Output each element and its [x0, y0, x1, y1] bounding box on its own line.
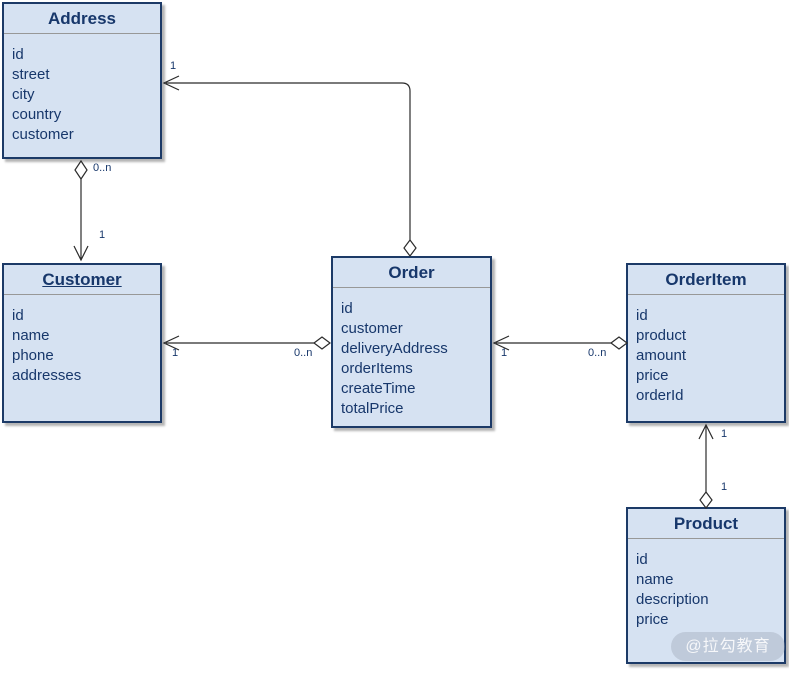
field: city: [12, 86, 35, 103]
multiplicity-label: 1: [172, 347, 179, 359]
field: id: [12, 307, 24, 324]
open-arrowhead-icon: [73, 245, 89, 262]
class-title-customer: Customer: [4, 265, 160, 295]
multiplicity-label: 0..n: [588, 347, 607, 359]
field: totalPrice: [341, 400, 404, 417]
class-title-orderitem: OrderItem: [628, 265, 784, 295]
field: country: [12, 106, 62, 123]
field: customer: [341, 320, 403, 337]
field: name: [12, 327, 50, 344]
edge-orderitem-order: [492, 335, 628, 351]
edge-order-address: [162, 75, 417, 257]
class-fields-address: id street city country customer: [4, 34, 160, 149]
field: id: [636, 551, 648, 568]
multiplicity-label: 1: [99, 229, 106, 241]
open-arrowhead-icon: [698, 423, 714, 440]
field: phone: [12, 347, 54, 364]
field: name: [636, 571, 674, 588]
class-title-order: Order: [333, 258, 490, 288]
class-box-orderitem: OrderItem id product amount price orderI…: [626, 263, 786, 423]
multiplicity-label: 1: [721, 428, 728, 440]
class-title-product: Product: [628, 509, 784, 539]
edge-product-orderitem: [698, 423, 714, 509]
field: id: [341, 300, 353, 317]
field: price: [636, 367, 669, 384]
aggregation-diamond-icon: [610, 336, 628, 350]
field: orderItems: [341, 360, 413, 377]
multiplicity-label: 1: [501, 347, 508, 359]
field: id: [12, 46, 24, 63]
class-fields-orderitem: id product amount price orderId: [628, 295, 784, 410]
field: description: [636, 591, 709, 608]
multiplicity-label: 1: [170, 60, 177, 72]
class-box-order: Order id customer deliveryAddress orderI…: [331, 256, 492, 428]
class-fields-product: id name description price: [628, 539, 784, 634]
class-title-address: Address: [4, 4, 160, 34]
aggregation-diamond-icon: [403, 239, 417, 257]
aggregation-diamond-icon: [699, 491, 713, 509]
aggregation-diamond-icon: [74, 159, 88, 181]
field: id: [636, 307, 648, 324]
multiplicity-label: 1: [721, 481, 728, 493]
class-box-product: Product id name description price: [626, 507, 786, 664]
field: street: [12, 66, 50, 83]
field: orderId: [636, 387, 684, 404]
open-arrowhead-icon: [162, 75, 180, 91]
field: addresses: [12, 367, 82, 384]
class-box-customer: Customer id name phone addresses: [2, 263, 162, 423]
class-box-address: Address id street city country customer: [2, 2, 162, 159]
field: createTime: [341, 380, 416, 397]
multiplicity-label: 0..n: [294, 347, 313, 359]
field: product: [636, 327, 687, 344]
field: deliveryAddress: [341, 340, 448, 357]
field: price: [636, 611, 669, 628]
class-fields-order: id customer deliveryAddress orderItems c…: [333, 288, 490, 423]
class-fields-customer: id name phone addresses: [4, 295, 160, 390]
edge-line: [166, 82, 411, 240]
field: amount: [636, 347, 687, 364]
field: customer: [12, 126, 74, 143]
multiplicity-label: 0..n: [93, 162, 112, 174]
watermark-badge: @拉勾教育: [671, 632, 785, 661]
edge-address-customer: [73, 159, 89, 262]
aggregation-diamond-icon: [313, 336, 331, 350]
